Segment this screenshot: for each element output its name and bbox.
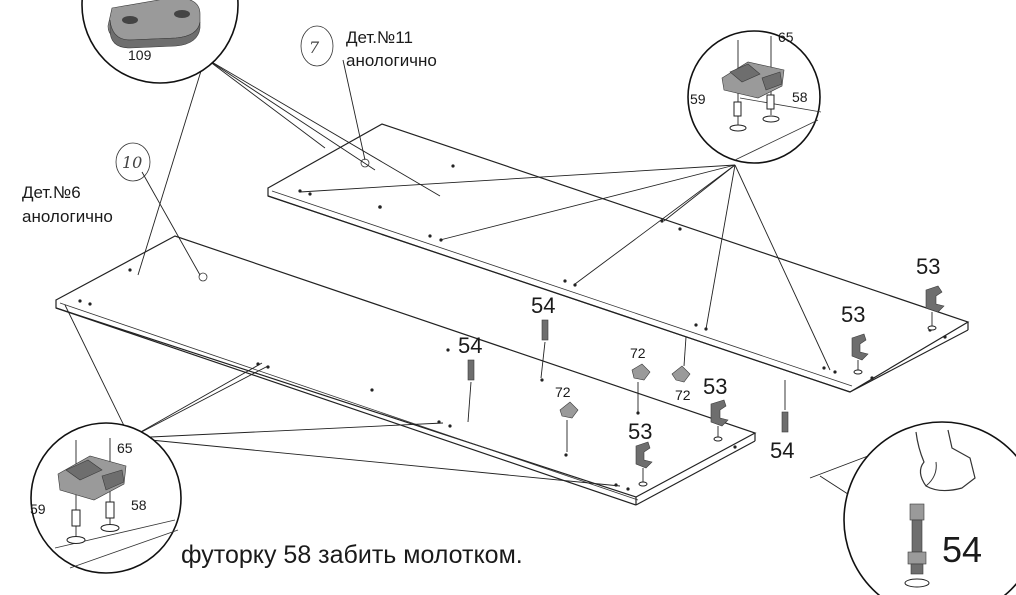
inset-tr-label-65: 65 [778, 29, 794, 45]
hand-badge-7: 7 [300, 25, 334, 67]
label-54-c: 54 [770, 438, 794, 463]
note-part6-line1: Дет.№6 [22, 183, 81, 202]
inset-br-label-54: 54 [942, 529, 982, 570]
inset-bl-label-65: 65 [117, 440, 133, 456]
label-72-b: 72 [675, 387, 691, 403]
label-72-c: 72 [555, 384, 571, 400]
leader-lines [64, 57, 886, 519]
label-72-a: 72 [630, 345, 646, 361]
fitting-53-b [851, 333, 869, 375]
label-53-b: 53 [841, 302, 865, 327]
instruction-text: футорку 58 забить молотком. [181, 541, 523, 569]
fitting-72-a [631, 363, 651, 412]
fitting-54-c [781, 380, 789, 433]
hand-number-7: 7 [309, 38, 320, 57]
inset-bl-label-58: 58 [131, 497, 147, 513]
note-part6-line2: анологично [22, 207, 113, 226]
fitting-53-c [710, 399, 729, 442]
inset-bl-label-59: 59 [30, 501, 46, 517]
inset-tr-label-58: 58 [792, 89, 808, 105]
inset-bottom-right: 54 [843, 421, 1016, 595]
fitting-53-d [635, 441, 653, 487]
label-54-b: 54 [458, 333, 482, 358]
hand-number-10: 10 [122, 153, 142, 172]
fitting-72-b [671, 336, 691, 383]
panel-holes [78, 158, 947, 491]
fitting-54-a [540, 319, 549, 379]
inset-109: 109 [81, 0, 239, 84]
fitting-53-a [925, 285, 945, 331]
label-53-c: 53 [703, 374, 727, 399]
label-54-a: 54 [531, 293, 555, 318]
label-109: 109 [128, 47, 152, 63]
inset-bottom-left: 65 59 58 [30, 422, 182, 574]
note-part11-line1: Дет.№11 [346, 28, 413, 47]
panel-upper [267, 123, 970, 393]
note-part11-line2: анологично [346, 51, 437, 70]
label-53-d: 53 [628, 419, 652, 444]
label-53-a: 53 [916, 254, 940, 279]
fitting-54-b [467, 359, 475, 423]
hand-badge-10: 10 [115, 142, 151, 182]
inset-top-right: 65 59 58 [687, 29, 822, 164]
panel-lower [55, 235, 757, 506]
inset-tr-label-59: 59 [690, 91, 706, 107]
fitting-72-c [559, 401, 579, 452]
